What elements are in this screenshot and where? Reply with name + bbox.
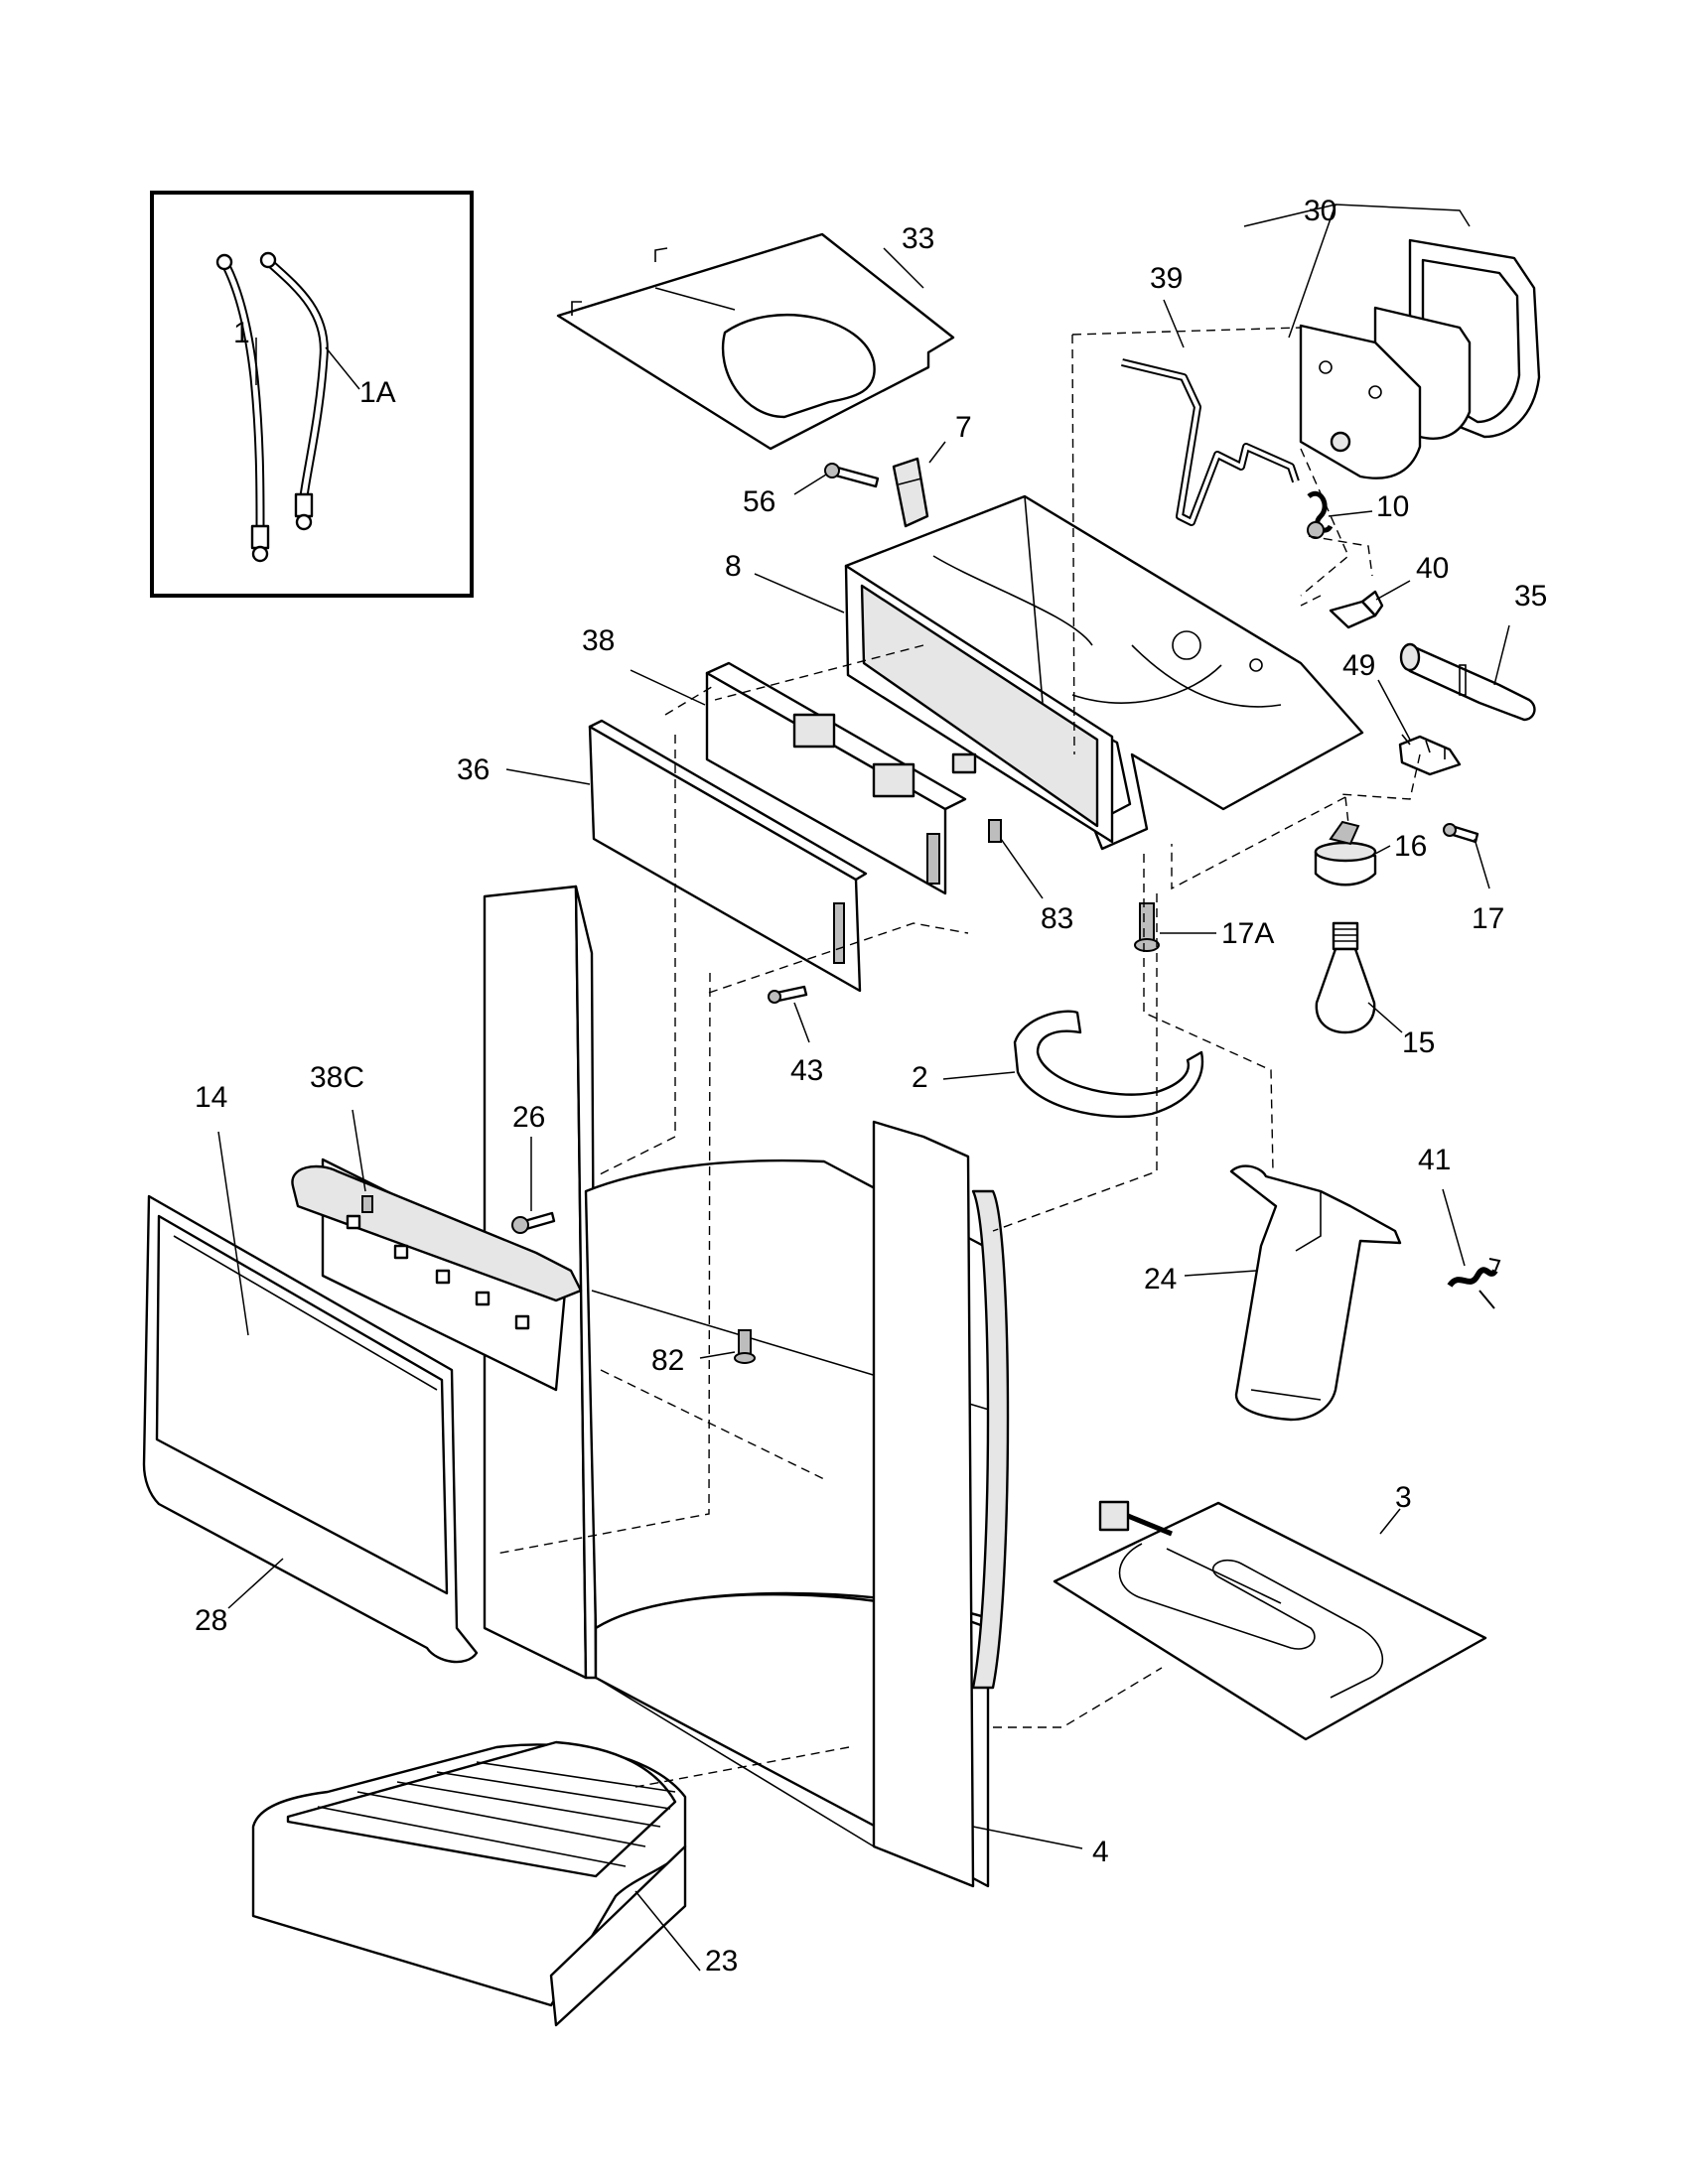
label-part-14: 14 bbox=[195, 1081, 227, 1114]
label-part-3: 3 bbox=[1395, 1481, 1412, 1514]
bracket-part-7[interactable] bbox=[892, 457, 929, 528]
label-part-36: 36 bbox=[457, 753, 490, 786]
door-assembly-part-30[interactable] bbox=[1299, 238, 1541, 479]
ice-chute-ring-part-2[interactable] bbox=[1013, 1010, 1204, 1118]
solenoid-part-35[interactable] bbox=[1399, 642, 1536, 722]
label-part-24: 24 bbox=[1144, 1263, 1177, 1296]
spring-part-41[interactable] bbox=[1447, 1258, 1501, 1309]
label-part-7: 7 bbox=[955, 411, 972, 444]
label-part-56: 56 bbox=[743, 485, 775, 518]
label-part-23: 23 bbox=[705, 1945, 738, 1978]
label-part-43: 43 bbox=[790, 1054, 823, 1087]
water-tube-part-1[interactable] bbox=[215, 253, 270, 563]
label-part-28: 28 bbox=[195, 1604, 227, 1637]
water-tube-part-1A[interactable] bbox=[259, 251, 329, 531]
label-part-83: 83 bbox=[1041, 902, 1073, 935]
label-part-39: 39 bbox=[1150, 262, 1183, 295]
screw-part-82[interactable] bbox=[734, 1329, 756, 1364]
spring-part-10[interactable] bbox=[1307, 491, 1334, 539]
label-part-82: 82 bbox=[651, 1344, 684, 1377]
label-part-1A: 1A bbox=[359, 376, 396, 409]
label-part-38: 38 bbox=[582, 624, 615, 657]
light-bulb-part-15[interactable] bbox=[1315, 921, 1376, 1034]
label-part-2: 2 bbox=[912, 1061, 928, 1094]
inset-box bbox=[150, 191, 474, 598]
label-part-10: 10 bbox=[1376, 490, 1409, 523]
label-part-30: 30 bbox=[1304, 195, 1336, 227]
dispenser-paddle-part-24[interactable] bbox=[1229, 1164, 1402, 1422]
label-part-17: 17 bbox=[1472, 902, 1504, 935]
label-part-33: 33 bbox=[902, 222, 934, 255]
socket-part-16[interactable] bbox=[1314, 820, 1377, 887]
label-part-26: 26 bbox=[512, 1101, 545, 1134]
switch-part-49[interactable] bbox=[1398, 734, 1462, 776]
label-part-41: 41 bbox=[1418, 1144, 1451, 1176]
screw-part-17[interactable] bbox=[1443, 823, 1479, 844]
screw-part-56[interactable] bbox=[824, 463, 880, 488]
board-cover-part-36[interactable] bbox=[588, 719, 868, 993]
label-part-17A: 17A bbox=[1221, 917, 1274, 950]
screw-part-83[interactable] bbox=[988, 819, 1002, 843]
label-part-1: 1 bbox=[233, 317, 250, 349]
assembly-dashed-lines bbox=[495, 327, 1421, 1788]
drip-tray-part-23[interactable] bbox=[251, 1740, 687, 2027]
label-part-38C: 38C bbox=[310, 1061, 364, 1094]
label-part-16: 16 bbox=[1394, 830, 1427, 863]
switch-part-40[interactable] bbox=[1329, 590, 1384, 629]
front-panel-part-28[interactable] bbox=[142, 1194, 479, 1664]
control-board-part-38[interactable] bbox=[705, 661, 967, 895]
screw-part-26[interactable] bbox=[511, 1211, 556, 1234]
lever-wire-part-39[interactable] bbox=[1121, 358, 1300, 526]
label-part-40: 40 bbox=[1416, 552, 1449, 585]
label-part-4: 4 bbox=[1092, 1836, 1109, 1868]
label-part-8: 8 bbox=[725, 550, 742, 583]
label-part-49: 49 bbox=[1342, 649, 1375, 682]
display-lens-part-14[interactable] bbox=[173, 1235, 438, 1391]
heater-part-3[interactable] bbox=[1053, 1500, 1487, 1741]
dispenser-housing-part-4[interactable] bbox=[483, 885, 1010, 1888]
ui-board-part-38C[interactable] bbox=[291, 1158, 583, 1392]
screw-part-43[interactable] bbox=[768, 985, 808, 1004]
label-part-35: 35 bbox=[1514, 580, 1547, 613]
cover-plate-part-33[interactable] bbox=[556, 232, 955, 451]
screw-part-17A[interactable] bbox=[1134, 902, 1160, 952]
label-part-15: 15 bbox=[1402, 1026, 1435, 1059]
